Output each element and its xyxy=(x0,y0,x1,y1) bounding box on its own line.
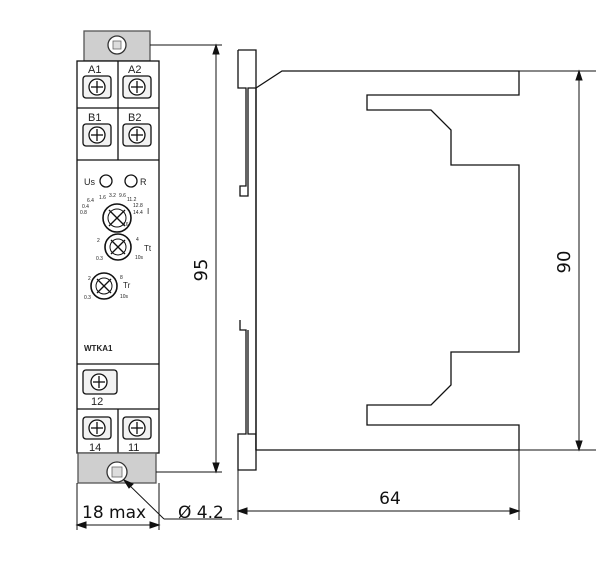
dial-current xyxy=(102,203,132,233)
dial-tr xyxy=(90,272,118,300)
dial-tr-min: 0.3 xyxy=(84,295,91,301)
model-label: WTKA1 xyxy=(84,344,113,353)
terminal-label-12: 12 xyxy=(91,396,103,408)
dial-current-tick: 9.6 xyxy=(119,193,126,199)
terminal-screws-top xyxy=(82,75,152,147)
dial-current-tick: 14.4 xyxy=(133,210,143,216)
din-clip-top xyxy=(237,49,257,197)
dial-current-tick: 1.6 xyxy=(99,195,106,201)
dim-hole: Ø 4.2 xyxy=(178,503,224,523)
dial-tt-mid: 2 xyxy=(97,238,100,244)
dial-tr-label-mid: 8 xyxy=(120,275,123,281)
dim-width: 18 max xyxy=(82,503,146,523)
dial-tt xyxy=(104,233,132,261)
led-us xyxy=(99,174,113,188)
terminal-label-a2: A2 xyxy=(128,64,141,76)
dial-current-tick: 0.4 xyxy=(82,204,89,210)
dial-current-tick: 6.4 xyxy=(87,198,94,204)
led-label-us: Us xyxy=(84,177,95,187)
front-view-labels: A1 A2 B1 B2 Us R 1.6 3.2 6.4 9.6 11.2 12… xyxy=(80,64,152,454)
dim-height-total: 95 xyxy=(191,259,212,282)
terminal-label-b2: B2 xyxy=(128,112,141,124)
dimension-labels: 95 90 64 18 max Ø 4.2 xyxy=(82,251,575,523)
dial-tt-name: Tt xyxy=(144,244,152,253)
dial-current-tick: 16 xyxy=(123,222,129,228)
dial-current-tick: 0.8 xyxy=(80,210,87,216)
led-r xyxy=(124,174,138,188)
dial-tr-mid: 2 xyxy=(88,276,91,282)
dial-tr-name: Tr xyxy=(123,281,131,290)
dial-current-tick: 12.8 xyxy=(133,203,143,209)
terminal-label-b1: B1 xyxy=(88,112,101,124)
dim-height-body: 90 xyxy=(554,251,575,274)
dial-tr-max: 10s xyxy=(120,294,129,300)
terminal-label-11: 11 xyxy=(128,442,139,454)
din-clip-bottom xyxy=(237,320,257,471)
dial-current-tick: 3.2 xyxy=(109,193,116,199)
dial-current-tick: 11.2 xyxy=(127,197,137,203)
dial-tt-label-mid: 4 xyxy=(136,237,139,243)
dial-tt-min: 0.3 xyxy=(96,256,103,262)
dial-current-name: I xyxy=(147,207,149,216)
dial-tt-max: 10s xyxy=(135,255,144,261)
dim-depth: 64 xyxy=(379,489,401,509)
led-label-r: R xyxy=(140,177,147,187)
terminal-screws-bottom xyxy=(82,369,152,440)
side-view xyxy=(237,49,520,471)
side-body-outline xyxy=(255,70,520,451)
front-view xyxy=(76,30,160,484)
dimension-lines xyxy=(75,43,596,530)
terminal-label-14: 14 xyxy=(89,442,101,454)
terminal-label-a1: A1 xyxy=(88,64,101,76)
